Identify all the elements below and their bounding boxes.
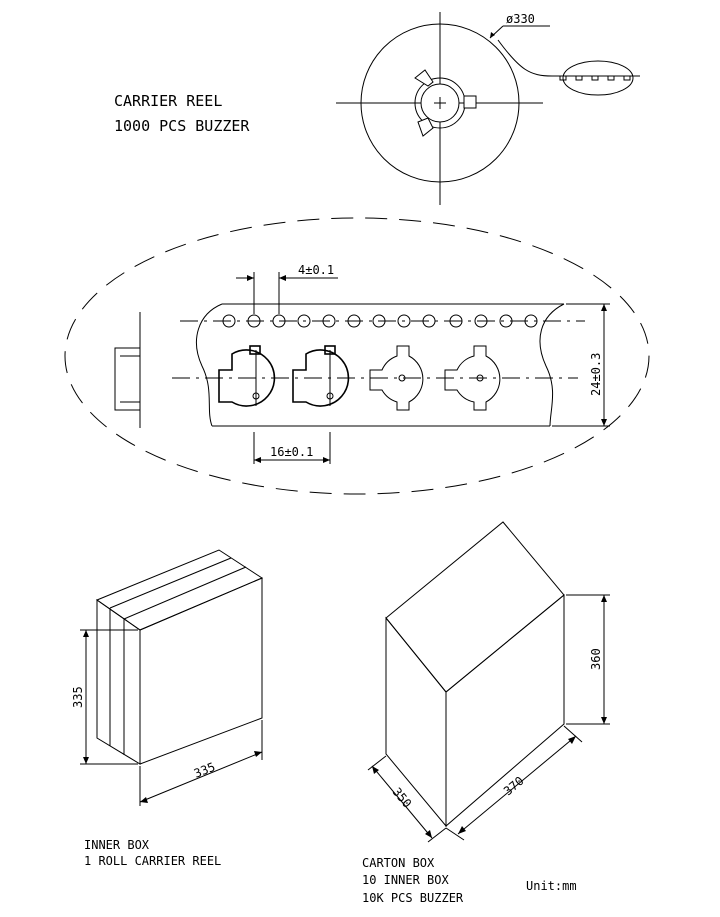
sprocket-hole [322,314,336,328]
empty-pocket [444,345,501,411]
carton-box-caption-line1: CARTON BOX [362,856,435,870]
sprocket-pitch-label: 4±0.1 [298,263,334,277]
tape-detail-view: 4±0.1 16±0.1 24±0.3 [64,217,650,495]
reel-tape-detail-ellipse [562,60,634,96]
reel-title-line1: CARRIER REEL [114,92,222,110]
inner-box-width-label: 335 [192,760,217,781]
sprocket-hole [499,314,513,328]
inner-box-height-label: 335 [71,686,85,708]
pocket-pitch-label: 16±0.1 [270,445,313,459]
tape-width-label: 24±0.3 [589,353,603,396]
tape-pocket-2 [292,345,350,407]
empty-pocket [369,345,424,411]
unit-label: Unit:mm [526,879,577,893]
pocket-center-hole [476,374,484,382]
reel-diameter-arrow [490,32,495,38]
sprocket-hole [347,314,361,328]
pocket-center-hole [398,374,406,382]
sprocket-hole [247,314,261,328]
dimension-sprocket-pitch: 4±0.1 [236,263,338,314]
carton-box-view: 360 350 370 CARTON BOX 10 INNER BOX 10K … [362,521,610,905]
sprocket-hole [272,314,286,328]
carrier-reel-view: CARRIER REEL 1000 PCS BUZZER ø330 [114,12,640,205]
tape-pocket-4 [444,345,501,411]
tape-pocket-3 [369,345,424,411]
inner-box-top [95,549,264,631]
tape-detail-boundary [64,217,650,495]
tape-left-break [195,303,223,427]
inner-box-caption-line1: INNER BOX [84,838,150,852]
inner-box-top-line [123,566,247,620]
sprocket-hole [524,314,538,328]
tape-pocket-1 [218,345,276,407]
reel-title-line2: 1000 PCS BUZZER [114,117,250,135]
sprocket-hole [397,314,411,328]
tape-leader-block [114,347,141,411]
sprocket-hole [222,314,236,328]
reel-hub-key-right [463,95,477,109]
sprocket-hole [422,314,436,328]
inner-box-top-line [109,557,232,609]
carton-box-right [445,593,565,828]
sprocket-hole [474,314,488,328]
inner-box-view: 335 335 INNER BOX 1 ROLL CARRIER REEL [71,549,264,868]
reel-diameter-label: ø330 [506,12,535,26]
inner-box-caption-line2: 1 ROLL CARRIER REEL [84,854,221,868]
carton-box-depth-label: 350 [390,785,415,811]
reel-hub-key-top [414,69,434,87]
inner-box-front [139,577,263,765]
sprocket-hole [449,314,463,328]
tape-right-break [539,303,565,427]
carton-box-height-label: 360 [589,648,603,670]
reel-tape-pockets [559,76,631,81]
carton-box-top [385,521,565,693]
carton-box-caption-line3: 10K PCS BUZZER [362,891,464,905]
sprocket-hole [297,314,311,328]
sprocket-holes [222,314,538,328]
dimension-tape-width: 24±0.3 [552,303,610,427]
inner-box-side [96,599,141,765]
reel-tape-exit [497,39,640,77]
buzzer-pin-top [249,345,261,355]
sprocket-hole [372,314,386,328]
dimension-pocket-pitch: 16±0.1 [253,432,331,464]
buzzer-body [218,349,276,407]
reel-hub-key-bottom [417,117,434,137]
carton-box-caption-line2: 10 INNER BOX [362,873,449,887]
